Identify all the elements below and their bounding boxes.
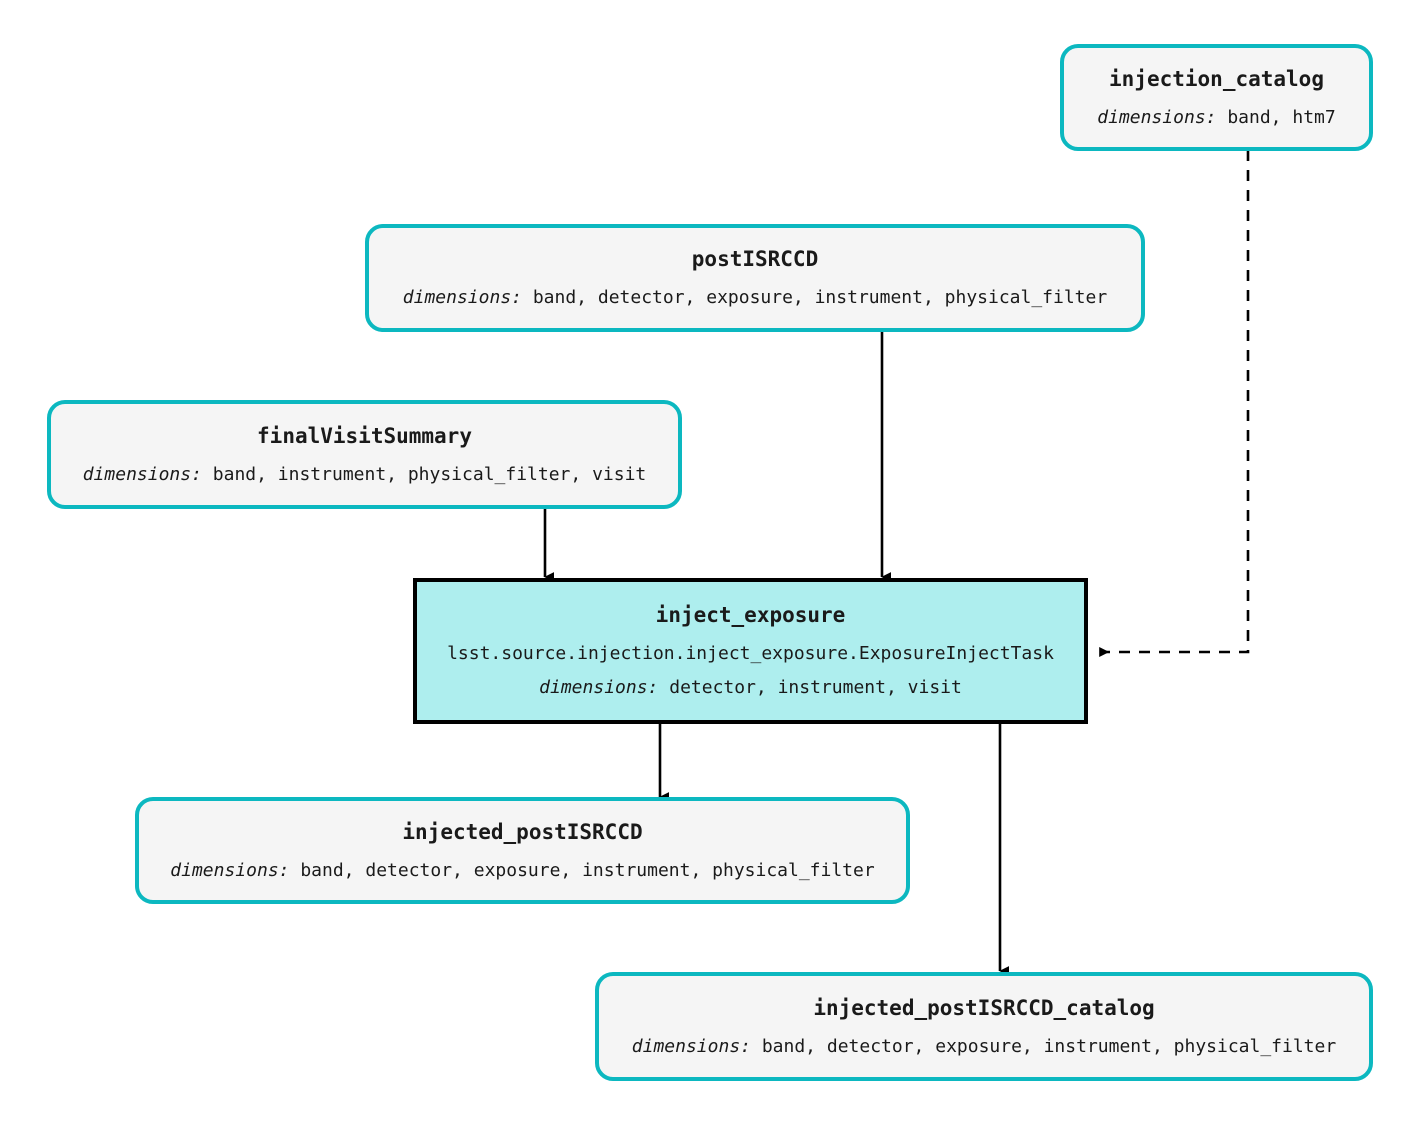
node-title-injected-post-isrccd-catalog: injected_postISRCCD_catalog (813, 995, 1155, 1020)
node-injected-post-isrccd-catalog[interactable]: injected_postISRCCD_catalog dimensions: … (595, 972, 1373, 1081)
node-class-path-inject-exposure: lsst.source.injection.inject_exposure.Ex… (447, 643, 1054, 665)
dimensions-value: band, detector, exposure, instrument, ph… (751, 1035, 1337, 1057)
dimensions-label: dimensions: (539, 677, 659, 699)
node-final-visit-summary[interactable]: finalVisitSummary dimensions: band, inst… (47, 400, 682, 509)
node-title-injected-post-isrccd: injected_postISRCCD (402, 819, 643, 844)
node-dimensions-post-isrccd: dimensions: band, detector, exposure, in… (403, 288, 1107, 308)
node-dimensions-injection-catalog: dimensions: band, htm7 (1097, 106, 1336, 128)
node-inject-exposure[interactable]: inject_exposure lsst.source.injection.in… (413, 578, 1088, 724)
dimensions-label: dimensions: (170, 859, 290, 881)
node-injected-post-isrccd[interactable]: injected_postISRCCD dimensions: band, de… (135, 797, 910, 904)
dimensions-label: dimensions: (402, 287, 522, 309)
node-dimensions-inject-exposure: dimensions: detector, instrument, visit (539, 678, 962, 698)
node-post-isrccd[interactable]: postISRCCD dimensions: band, detector, e… (365, 224, 1145, 332)
dimensions-label: dimensions: (631, 1035, 751, 1057)
node-dimensions-injected-post-isrccd: dimensions: band, detector, exposure, in… (170, 859, 875, 881)
node-injection-catalog[interactable]: injection_catalog dimensions: band, htm7 (1060, 44, 1373, 151)
node-title-injection-catalog: injection_catalog (1109, 66, 1324, 91)
dimensions-value: band, detector, exposure, instrument, ph… (289, 859, 875, 881)
dimensions-label: dimensions: (82, 463, 202, 485)
node-dimensions-injected-post-isrccd-catalog: dimensions: band, detector, exposure, in… (631, 1035, 1337, 1057)
node-dimensions-final-visit-summary: dimensions: band, instrument, physical_f… (82, 463, 647, 485)
dimensions-value: band, detector, exposure, instrument, ph… (522, 287, 1108, 309)
dimensions-label: dimensions: (1097, 106, 1217, 128)
dimensions-value: detector, instrument, visit (658, 677, 962, 699)
node-title-inject-exposure: inject_exposure (655, 603, 846, 628)
node-title-post-isrccd: postISRCCD (691, 247, 819, 272)
dimensions-value: band, instrument, physical_filter, visit (201, 463, 647, 485)
node-title-final-visit-summary: finalVisitSummary (257, 423, 472, 448)
dimensions-value: band, htm7 (1216, 106, 1336, 128)
